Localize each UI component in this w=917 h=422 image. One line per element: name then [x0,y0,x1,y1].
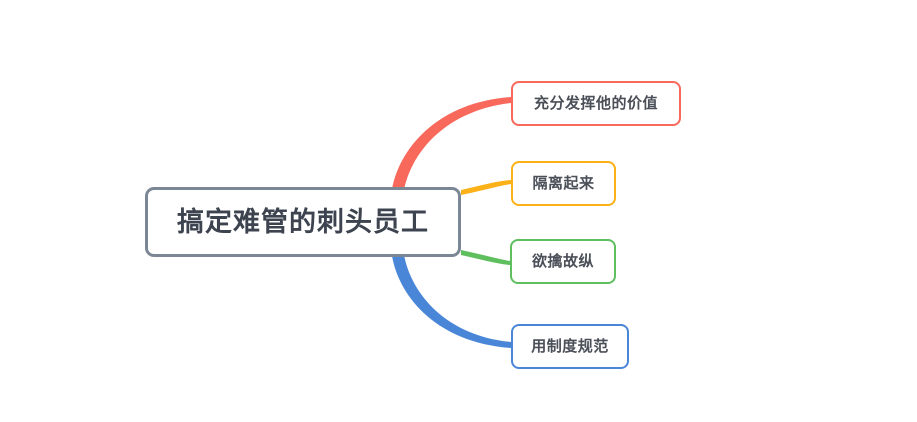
branch-node-3[interactable]: 欲擒故纵 [510,239,616,284]
branch-node-1[interactable]: 充分发挥他的价值 [511,81,681,126]
branch-node-4[interactable]: 用制度规范 [511,324,629,369]
root-node[interactable]: 搞定难管的刺头员工 [145,187,461,257]
branch-node-2[interactable]: 隔离起来 [511,161,616,206]
branch-node-2-label: 隔离起来 [532,174,595,192]
connector-branch-2 [461,250,510,265]
connector-branch-3 [392,255,511,348]
root-node-label: 搞定难管的刺头员工 [177,206,429,238]
branch-node-4-label: 用制度规范 [531,337,609,355]
connector-branch-1 [461,180,511,195]
connector-branch-0 [392,97,511,190]
branch-node-1-label: 充分发挥他的价值 [533,94,658,112]
branch-node-3-label: 欲擒故纵 [531,252,594,270]
